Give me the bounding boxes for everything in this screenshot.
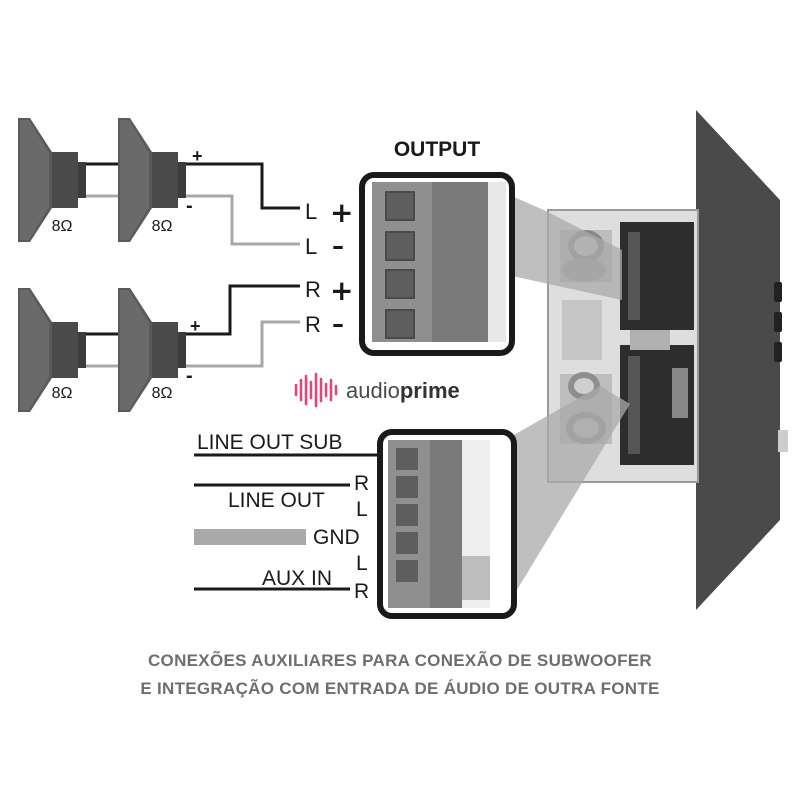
terminal-sign: – bbox=[332, 232, 344, 260]
speaker-impedance-label: 8Ω bbox=[52, 218, 73, 235]
terminal-letter: L bbox=[305, 234, 317, 259]
output-screw-terminals bbox=[385, 191, 415, 339]
zoom-beam-aux bbox=[512, 386, 630, 598]
line-out-sub-label: LINE OUT SUB bbox=[197, 431, 342, 454]
speaker-impedance-label: 8Ω bbox=[52, 385, 73, 402]
speaker-impedance-label: 8Ω bbox=[152, 218, 173, 235]
caption-line-2: E INTEGRAÇÃO COM ENTRADA DE ÁUDIO DE OUT… bbox=[140, 679, 660, 698]
output-terminal-labels: L + L – R + R – bbox=[305, 196, 353, 338]
gnd-label: GND bbox=[313, 526, 360, 549]
line-out-l-label: L bbox=[356, 498, 368, 521]
amplifier-device bbox=[696, 110, 788, 610]
polarity-plus: + bbox=[192, 146, 203, 166]
aux-connector-zoom bbox=[377, 429, 517, 619]
aux-in-r-label: R bbox=[354, 580, 369, 603]
aux-wires bbox=[194, 453, 378, 591]
terminal-sign: + bbox=[330, 196, 353, 229]
caption-line-1: CONEXÕES AUXILIARES PARA CONEXÃO DE SUBW… bbox=[147, 651, 653, 670]
output-connector-zoom bbox=[359, 172, 515, 356]
line-out-r-label: R bbox=[354, 472, 369, 495]
aux-in-label: AUX IN bbox=[262, 567, 332, 590]
line-out-label: LINE OUT bbox=[228, 489, 325, 512]
speaker-impedance-label: 8Ω bbox=[152, 385, 173, 402]
brand-part1: audio bbox=[346, 378, 400, 403]
soundwave-icon bbox=[294, 372, 338, 408]
speaker-wires bbox=[86, 162, 300, 368]
terminal-letter: R bbox=[305, 312, 321, 337]
aux-screw-terminals bbox=[396, 448, 418, 582]
svg-text:audioprime: audioprime bbox=[346, 378, 460, 403]
zoom-beam-output bbox=[512, 196, 622, 300]
brand-part2: prime bbox=[400, 378, 460, 403]
aux-in-l-label: L bbox=[356, 552, 368, 575]
terminal-sign: – bbox=[332, 310, 344, 338]
polarity-minus: - bbox=[186, 195, 193, 217]
output-title: OUTPUT bbox=[394, 138, 481, 161]
audioprime-logo: audioprime bbox=[294, 372, 460, 408]
terminal-sign: + bbox=[330, 274, 353, 307]
terminal-letter: L bbox=[305, 199, 317, 224]
polarity-plus: + bbox=[190, 316, 201, 336]
terminal-letter: R bbox=[305, 277, 321, 302]
polarity-minus: - bbox=[186, 365, 193, 387]
